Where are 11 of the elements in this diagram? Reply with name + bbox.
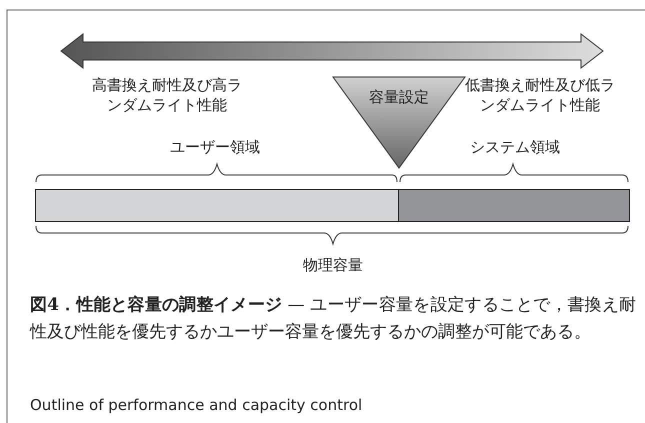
axis-label: 低書換え耐性及び低ランダムライト性能 (465, 75, 615, 115)
axis-label: 高書換え耐性及び高ランダムライト性能 (92, 75, 242, 115)
system-area-bar (398, 189, 630, 222)
subcaption: Outline of performance and capacity control (30, 395, 364, 415)
region-label: システム領域 (469, 137, 561, 157)
node-label: 容量設定 (368, 88, 430, 107)
region-label: ユーザー領域 (169, 137, 261, 157)
region-label: 物理容量 (302, 255, 364, 275)
user-area-bar (35, 189, 399, 222)
caption: 図4．性能と容量の調整イメージ — ユーザー容量を設定することで，書換え耐性及び性能を優先するかユーザー容量を優先するかの調整が可能である。 (30, 294, 636, 344)
triangle-marker (332, 76, 466, 169)
